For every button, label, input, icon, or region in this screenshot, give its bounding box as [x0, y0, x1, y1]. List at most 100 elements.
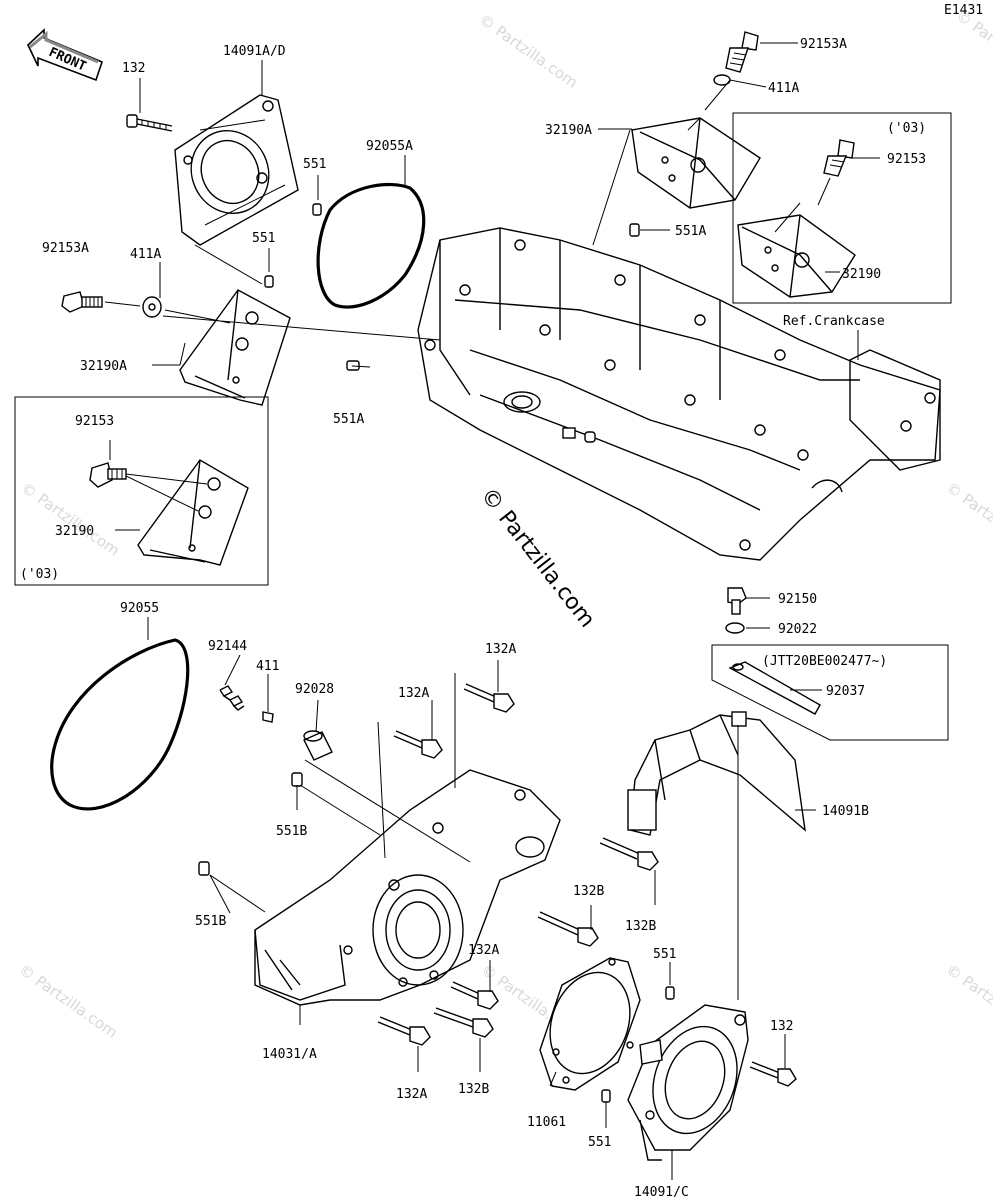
- dowel-551-a: [312, 203, 322, 216]
- gasket-92055: [50, 638, 190, 811]
- label-92153a-top: 92153A: [800, 37, 847, 52]
- bracket-32190a-top: [631, 117, 761, 209]
- label-32190-left: 32190: [55, 524, 94, 539]
- label-92144: 92144: [208, 639, 247, 654]
- bolt-132a-2: [393, 730, 443, 759]
- dowel-551-d: [601, 1089, 611, 1103]
- dowel-551-c: [665, 986, 675, 1000]
- dowel-551-b: [264, 275, 274, 288]
- bracket-32190a-left: [179, 289, 291, 406]
- watermark: © Partzilla.com: [476, 11, 581, 92]
- label-132b-1: 132B: [573, 884, 604, 899]
- box-jtt: [711, 644, 949, 741]
- cover-14091b: [627, 711, 806, 836]
- part-labels: 132 14091A/D 92153A 411A 32190A ('03) 92…: [20, 37, 926, 1200]
- label-32190a-top: 32190A: [545, 123, 592, 138]
- label-92055a: 92055A: [366, 139, 413, 154]
- label-551-c: 551: [653, 947, 676, 962]
- watermark: © Partzilla.com: [16, 961, 121, 1042]
- label-132a-3: 132A: [468, 943, 499, 958]
- bolt-92153-left: [89, 462, 127, 488]
- cover-14091-c: [627, 1004, 749, 1161]
- watermark: © Partzilla.com: [953, 7, 993, 88]
- watermark-main: © Partzilla.com: [475, 483, 599, 632]
- leader-lines: [104, 42, 880, 1180]
- check-ball-411: [262, 711, 274, 723]
- box-03-right: [732, 112, 952, 304]
- label-132a-1: 132A: [485, 642, 516, 657]
- bolt-132a-4: [377, 1016, 431, 1046]
- sleeve-92028: [303, 730, 333, 761]
- label-132-top: 132: [122, 61, 145, 76]
- label-132b-2: 132B: [625, 919, 656, 934]
- front-arrow-icon: FRONT: [27, 28, 103, 82]
- label-551b-upper: 551B: [276, 824, 307, 839]
- label-411a-left: 411A: [130, 247, 161, 262]
- label-132a-2: 132A: [398, 686, 429, 701]
- label-551-b: 551: [252, 231, 275, 246]
- label-14091a-d: 14091A/D: [223, 44, 286, 59]
- washer-411a-left: [142, 296, 162, 318]
- bolt-132b-3: [433, 1007, 494, 1038]
- label-11061: 11061: [527, 1115, 566, 1130]
- label-92022: 92022: [778, 622, 817, 637]
- label-132-bottom: 132: [770, 1019, 793, 1034]
- label-551-d: 551: [588, 1135, 611, 1150]
- watermark: © Partzilla.com: [943, 961, 993, 1042]
- label-551a-lower: 551A: [333, 412, 364, 427]
- label-551-a: 551: [303, 157, 326, 172]
- label-32190-right: 32190: [842, 267, 881, 282]
- cover-14031-a: [254, 769, 561, 1006]
- strap-92037: [728, 661, 821, 715]
- bracket-32190-left: [137, 459, 249, 566]
- bracket-32190-right: [737, 214, 856, 298]
- bolt-92153a-left: [61, 291, 103, 313]
- label-32190a-left: 32190A: [80, 359, 127, 374]
- label-92028: 92028: [295, 682, 334, 697]
- strap-hole: [732, 663, 744, 671]
- label-411a-top: 411A: [768, 81, 799, 96]
- bolt-132b-1: [599, 837, 659, 871]
- dowel-551a-upper: [629, 223, 640, 237]
- label-92055: 92055: [120, 601, 159, 616]
- gasket-92055a: [316, 182, 426, 309]
- bolt-132b-2: [537, 911, 599, 947]
- label-132a-4: 132A: [396, 1087, 427, 1102]
- box-03-left: [14, 396, 269, 586]
- bolt-132a-1: [463, 683, 515, 713]
- bolt-132a-3: [450, 981, 499, 1010]
- label-14031-a: 14031/A: [262, 1047, 317, 1062]
- label-92153-left: 92153: [75, 414, 114, 429]
- label-132b-3: 132B: [458, 1082, 489, 1097]
- label-92150: 92150: [778, 592, 817, 607]
- diagram-code: E1431: [944, 3, 983, 18]
- watermark: © Partzilla.com: [18, 479, 123, 560]
- bolt-132-top: [126, 114, 173, 132]
- crankcase: [417, 227, 941, 561]
- bolt-132-bottom: [749, 1061, 797, 1087]
- watermark: © Partzilla.com: [943, 479, 993, 560]
- gasket-11061: [539, 957, 641, 1091]
- label-03-left: ('03): [20, 567, 59, 582]
- dowel-551b-upper: [291, 772, 303, 787]
- label-ref-crankcase: Ref.Crankcase: [783, 314, 885, 329]
- label-jtt-serial: (JTT20BE002477~): [762, 654, 887, 669]
- dowel-551a-lower: [346, 360, 360, 371]
- bolt-92153a-top: [725, 31, 759, 73]
- washer-92022: [725, 622, 745, 634]
- label-92153-right: 92153: [887, 152, 926, 167]
- dowel-551b-lower: [198, 861, 210, 876]
- label-551a-upper: 551A: [675, 224, 706, 239]
- label-03-right: ('03): [887, 121, 926, 136]
- label-14091b: 14091B: [822, 804, 869, 819]
- label-551b-lower: 551B: [195, 914, 226, 929]
- washer-hole: [148, 303, 156, 311]
- label-411: 411: [256, 659, 279, 674]
- label-14091-c: 14091/C: [634, 1185, 689, 1200]
- label-92153a-left: 92153A: [42, 241, 89, 256]
- bolt-92153-right: [823, 139, 855, 177]
- bolt-92150: [727, 587, 747, 615]
- label-92037: 92037: [826, 684, 865, 699]
- spring-92144: [219, 685, 245, 711]
